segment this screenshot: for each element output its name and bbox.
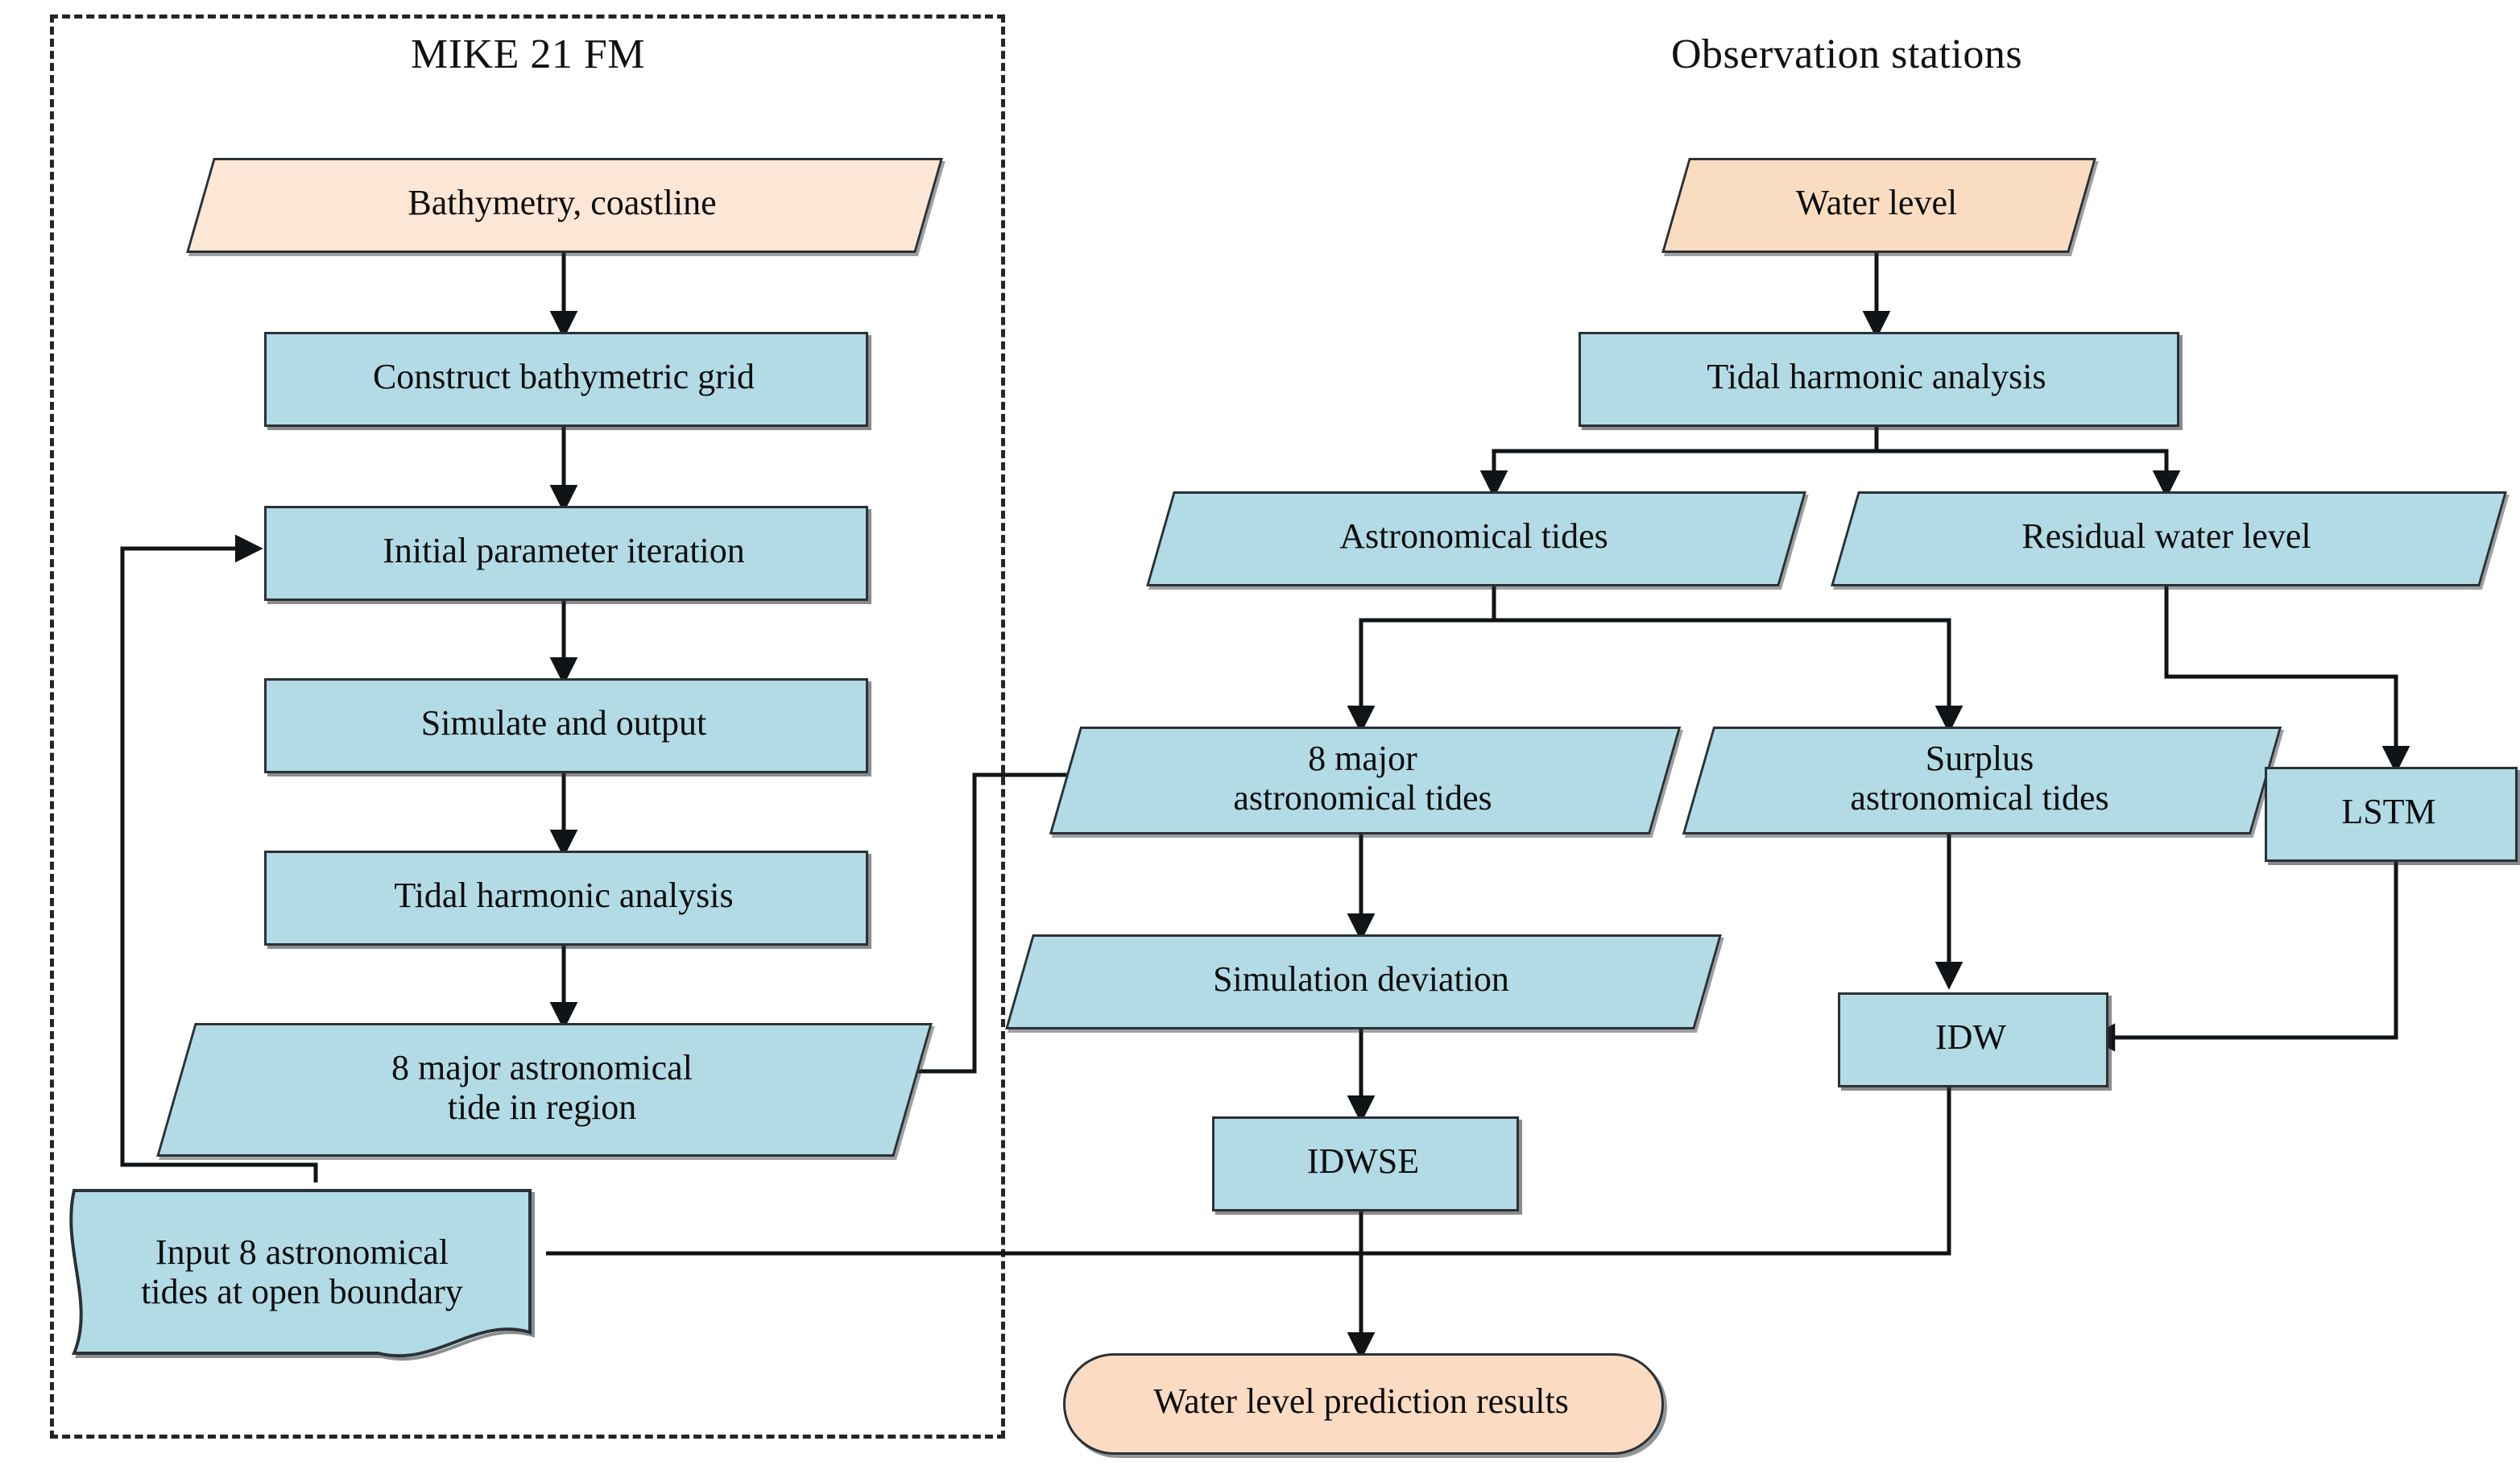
node-construct-bathymetric-grid[interactable]: Construct bathymetric grid: [264, 332, 868, 427]
group-title-observation-stations: Observation stations: [1671, 31, 2023, 77]
node-surplus-astronomical-tides[interactable]: Surplus astronomical tides: [1682, 727, 2282, 834]
node-label: IDW: [1935, 1017, 2006, 1058]
node-label: Astronomical tides: [1339, 516, 1608, 557]
node-astronomical-tides[interactable]: Astronomical tides: [1146, 491, 1806, 586]
node-label: Simulate and output: [420, 703, 707, 743]
node-label: Residual water level: [2021, 516, 2311, 557]
node-label: Bathymetry, coastline: [408, 183, 717, 223]
node-water-level[interactable]: Water level: [1661, 158, 2096, 253]
node-label: Construct bathymetric grid: [372, 357, 755, 397]
node-simulation-deviation[interactable]: Simulation deviation: [1005, 934, 1722, 1029]
node-water-level-prediction-results[interactable]: Water level prediction results: [1063, 1353, 1664, 1455]
node-label: Simulation deviation: [1213, 959, 1509, 1000]
node-8-major-astronomical-tides[interactable]: 8 major astronomical tides: [1049, 727, 1682, 834]
node-label: 8 major astronomical tide in region: [391, 1047, 693, 1127]
node-initial-parameter-iteration[interactable]: Initial parameter iteration: [264, 506, 868, 601]
rounded-pill-shape: [1063, 1353, 1664, 1455]
node-idw[interactable]: IDW: [1838, 992, 2108, 1087]
mike21fm-group-boundary: [50, 14, 1005, 1439]
rect-shape: [1838, 992, 2108, 1087]
document-wave-shape: [69, 1189, 535, 1361]
node-label: Tidal harmonic analysis: [1707, 357, 2046, 397]
node-idwse[interactable]: IDWSE: [1212, 1116, 1519, 1211]
rect-shape: [264, 851, 868, 946]
group-title-mike21fm: MIKE 21 FM: [411, 31, 646, 77]
node-label: Input 8 astronomical tides at open bound…: [141, 1232, 463, 1311]
node-label: Tidal harmonic analysis: [394, 876, 734, 916]
node-tidal-harmonic-analysis-right[interactable]: Tidal harmonic analysis: [1579, 332, 2179, 427]
node-label: Initial parameter iteration: [383, 531, 745, 571]
node-8-major-astronomical-tide-in-region[interactable]: 8 major astronomical tide in region: [156, 1023, 933, 1157]
node-label: Water level: [1795, 183, 1958, 223]
node-bathymetry-coastline[interactable]: Bathymetry, coastline: [186, 158, 943, 253]
node-tidal-harmonic-analysis-left[interactable]: Tidal harmonic analysis: [264, 851, 868, 946]
node-label: Water level prediction results: [1153, 1381, 1569, 1422]
node-label: Surplus astronomical tides: [1850, 738, 2109, 818]
node-residual-water-level[interactable]: Residual water level: [1831, 491, 2507, 586]
node-input-8-astronomical-tides-at-open-boundary[interactable]: Input 8 astronomical tides at open bound…: [56, 1182, 548, 1361]
node-simulate-and-output[interactable]: Simulate and output: [264, 678, 868, 773]
node-label: 8 major astronomical tides: [1233, 738, 1492, 818]
node-label: IDWSE: [1306, 1141, 1420, 1182]
node-label: LSTM: [2341, 792, 2436, 832]
node-lstm[interactable]: LSTM: [2265, 767, 2518, 862]
